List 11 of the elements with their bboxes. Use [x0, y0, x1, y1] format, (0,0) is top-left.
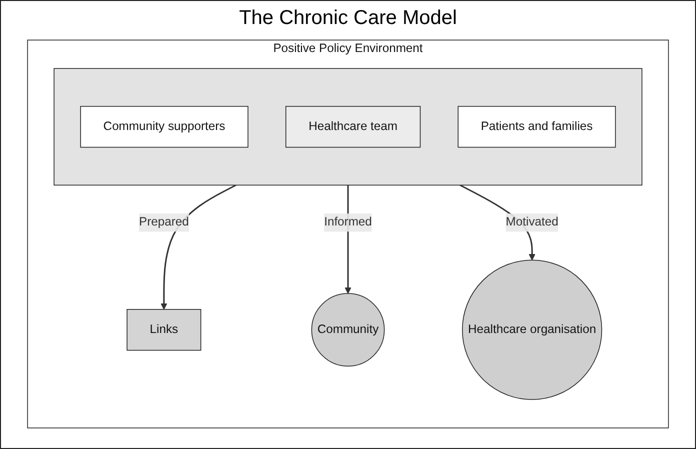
node-box: Healthcare team [285, 106, 421, 148]
node-box: Patients and families [458, 106, 616, 148]
node-circle: Community [311, 293, 385, 367]
node-box: Links [126, 309, 202, 351]
edge-label: Prepared [138, 216, 189, 229]
node-circle: Healthcare organisation [462, 260, 602, 400]
cluster [54, 68, 642, 186]
edge-label: Informed [324, 216, 372, 229]
node-box: Community supporters [80, 106, 248, 148]
edge-label: Motivated [506, 216, 558, 229]
diagram-title: The Chronic Care Model [239, 7, 457, 30]
